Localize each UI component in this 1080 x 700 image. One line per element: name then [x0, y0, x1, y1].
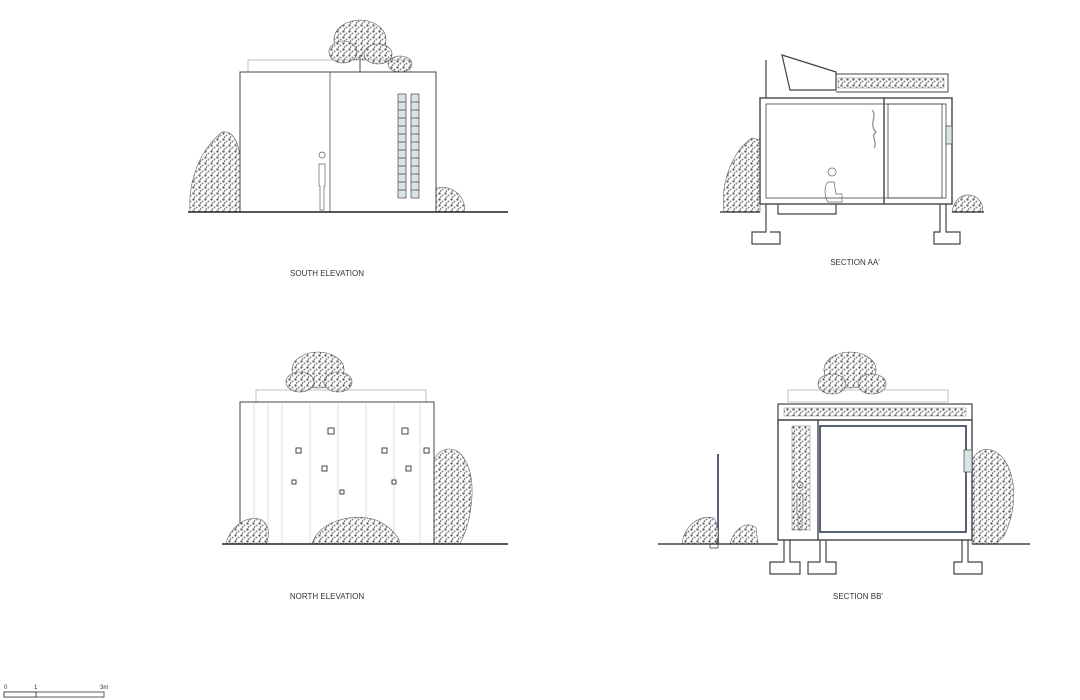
- scale-label-0: 0: [4, 685, 8, 691]
- south-elevation-title: SOUTH ELEVATION: [290, 269, 364, 278]
- north-building-outline: [239, 401, 435, 545]
- section-aa: [720, 54, 984, 245]
- scale-label-1: 1: [34, 685, 38, 691]
- person-figure: [318, 151, 326, 211]
- south-building-outline: [239, 71, 437, 213]
- seated-person-figure: [824, 167, 843, 203]
- roof-tree: [328, 19, 413, 73]
- scale-bar: [3, 691, 105, 698]
- section-bb-title: SECTION BB': [833, 592, 883, 601]
- north-elevation: [222, 351, 508, 545]
- south-elevation: [188, 19, 508, 213]
- square-windows: [291, 427, 430, 495]
- glass-block-window: [397, 93, 420, 199]
- section-bb: [658, 351, 1030, 575]
- north-elevation-title: NORTH ELEVATION: [290, 592, 364, 601]
- section-aa-title: SECTION AA': [830, 258, 880, 267]
- scale-label-3m: 3m: [100, 685, 108, 691]
